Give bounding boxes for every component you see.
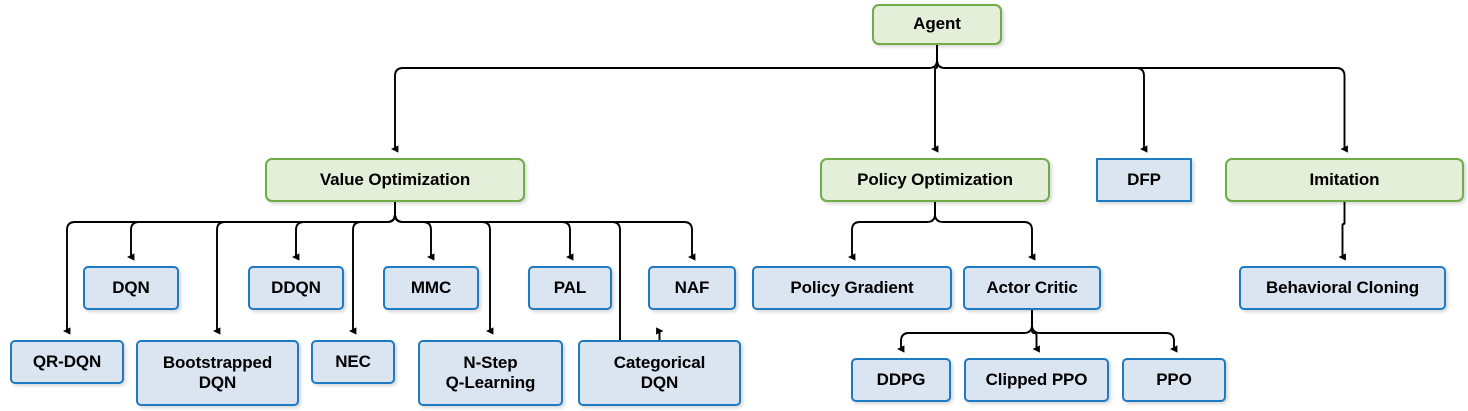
node-behavioral-cloning[interactable]: Behavioral Cloning — [1239, 266, 1446, 310]
node-naf[interactable]: NAF — [648, 266, 736, 310]
node-clipped-ppo[interactable]: Clipped PPO — [964, 358, 1109, 402]
edge-value-optimization-to-naf — [394, 202, 696, 261]
node-dqn[interactable]: DQN — [83, 266, 179, 310]
node-label: Behavioral Cloning — [1265, 277, 1420, 297]
edge-value-optimization-to-pal — [394, 202, 574, 261]
node-qr-dqn[interactable]: QR-DQN — [10, 340, 124, 384]
node-label: Agent — [913, 14, 961, 34]
edge-value-optimization-to-dqn — [126, 202, 396, 261]
node-policy-optimization[interactable]: Policy Optimization — [820, 158, 1050, 202]
edge-agent-to-imitation — [936, 45, 1348, 153]
node-ppo[interactable]: PPO — [1122, 358, 1226, 402]
node-label: DFP — [1127, 169, 1161, 189]
edge-policy-optimization-to-policy-gradient — [847, 202, 936, 261]
node-mmc[interactable]: MMC — [383, 266, 479, 310]
node-label: DDQN — [271, 277, 321, 297]
node-label: Categorical DQN — [613, 352, 706, 392]
edge-value-optimization-to-mmc — [394, 202, 435, 261]
edge-imitation-to-behavioral-cloning — [1338, 202, 1346, 261]
node-label: MMC — [410, 277, 452, 297]
node-ddqn[interactable]: DDQN — [248, 266, 344, 310]
node-value-optimization[interactable]: Value Optimization — [265, 158, 525, 202]
node-dfp[interactable]: DFP — [1096, 158, 1192, 202]
edge-agent-to-dfp — [936, 45, 1148, 153]
node-label: Value Optimization — [319, 169, 471, 189]
node-label: PAL — [553, 277, 587, 297]
node-label: Clipped PPO — [985, 369, 1088, 389]
edge-policy-optimization-to-actor-critic — [934, 202, 1036, 261]
edge-actor-critic-to-clipped-ppo — [1031, 310, 1040, 353]
edge-actor-critic-to-ppo — [1031, 310, 1178, 353]
node-categorical-dqn[interactable]: Categorical DQN — [578, 340, 741, 406]
node-imitation[interactable]: Imitation — [1225, 158, 1464, 202]
node-label: DQN — [112, 277, 150, 297]
node-nec[interactable]: NEC — [311, 340, 395, 384]
node-label: Policy Gradient — [790, 277, 914, 297]
node-agent[interactable]: Agent — [872, 4, 1002, 45]
node-policy-gradient[interactable]: Policy Gradient — [752, 266, 952, 310]
node-label: PPO — [1156, 369, 1192, 389]
node-label: N-Step Q-Learning — [445, 352, 536, 392]
node-label: Bootstrapped DQN — [162, 352, 273, 392]
node-actor-critic[interactable]: Actor Critic — [963, 266, 1101, 310]
node-n-step-q-learning[interactable]: N-Step Q-Learning — [418, 340, 563, 406]
node-pal[interactable]: PAL — [528, 266, 612, 310]
node-label: Policy Optimization — [857, 169, 1013, 189]
node-label: NAF — [674, 277, 710, 297]
node-ddpg[interactable]: DDPG — [851, 358, 951, 402]
edge-value-optimization-to-ddqn — [291, 202, 396, 261]
node-bootstrapped-dqn[interactable]: Bootstrapped DQN — [136, 340, 299, 406]
node-label: DDPG — [876, 369, 926, 389]
node-label: Actor Critic — [986, 277, 1078, 297]
node-label: Imitation — [1309, 169, 1380, 189]
node-label: QR-DQN — [32, 351, 102, 371]
edge-actor-critic-to-ddpg — [896, 310, 1033, 353]
edge-agent-to-policy-optimization — [930, 45, 939, 153]
node-label: NEC — [335, 351, 371, 371]
edge-agent-to-value-optimization — [390, 45, 938, 153]
